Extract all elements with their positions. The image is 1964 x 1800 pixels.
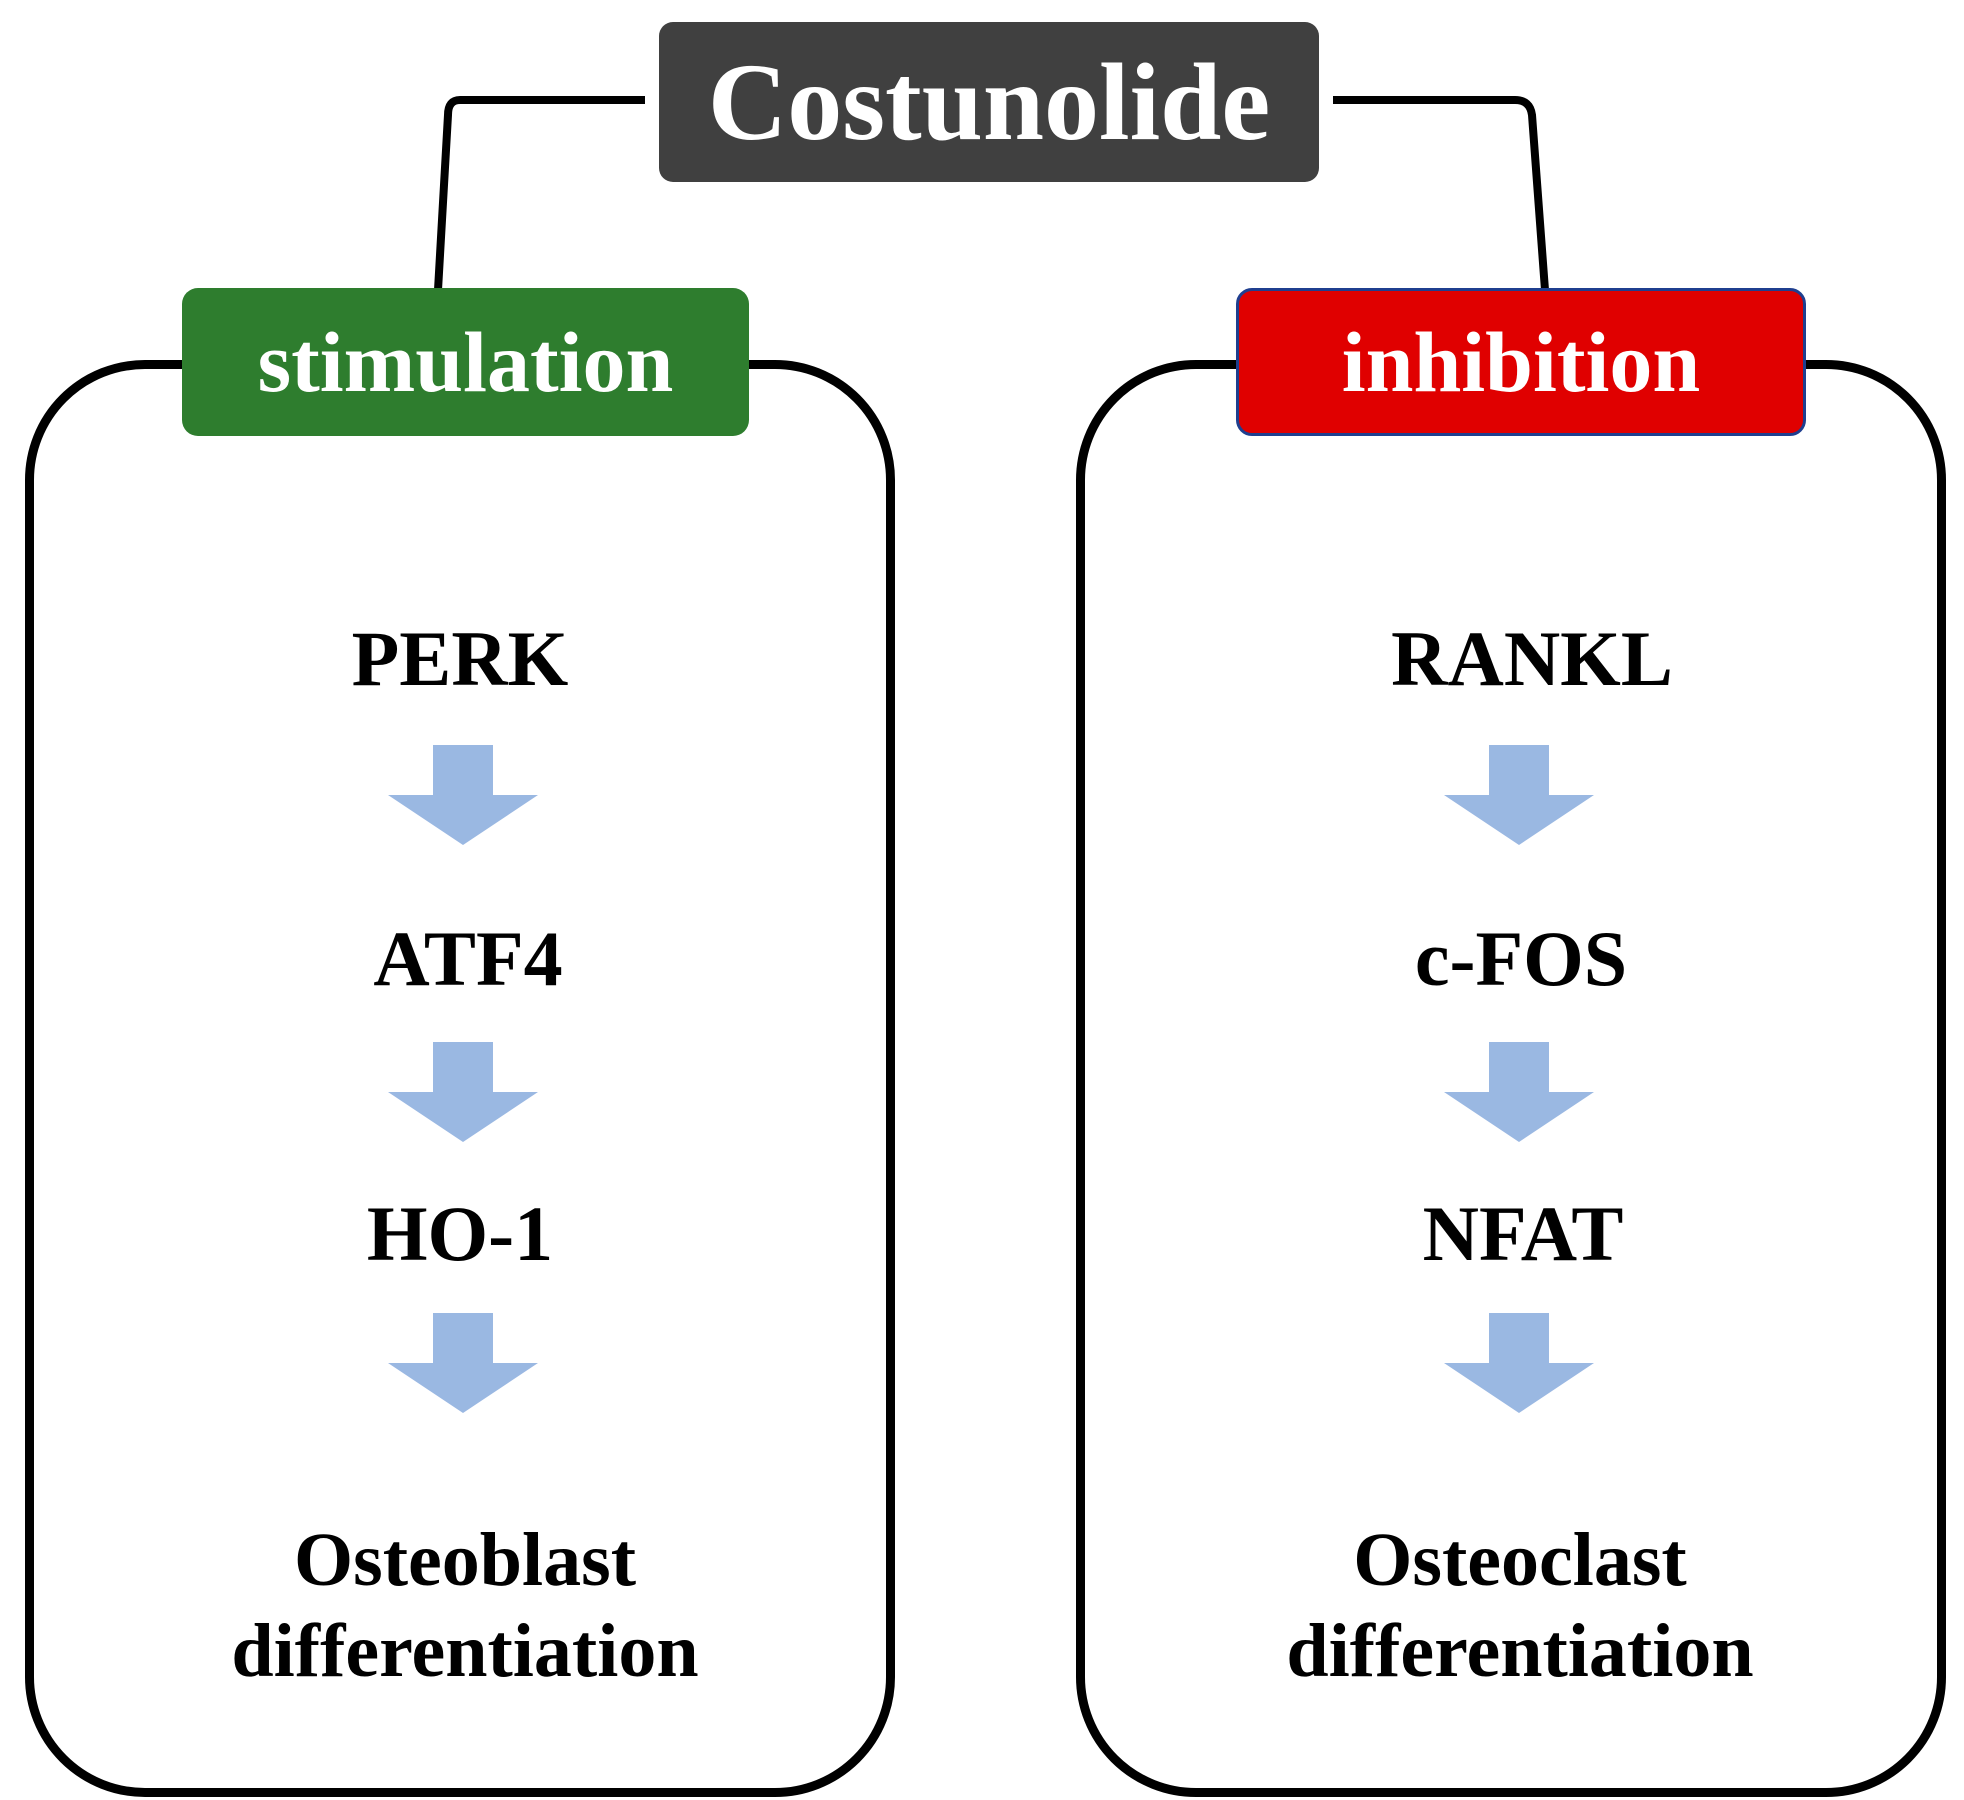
- down-arrow-icon: [388, 1042, 538, 1142]
- node-rankl: RANKL: [1391, 615, 1673, 702]
- down-arrow-icon: [1444, 1313, 1594, 1413]
- node-nfat: NFAT: [1422, 1190, 1624, 1277]
- down-arrow-icon: [388, 745, 538, 845]
- down-arrow-icon: [388, 1313, 538, 1413]
- inhibition-tag: inhibition: [1236, 288, 1806, 436]
- outcome-osteoclast-line2: differentiation: [1286, 1609, 1754, 1694]
- down-arrow-icon: [1444, 745, 1594, 845]
- node-ho1: HO-1: [366, 1190, 554, 1277]
- down-arrow-icon: [1444, 1042, 1594, 1142]
- outcome-osteoclast-line1: Osteoclast: [1353, 1518, 1687, 1602]
- node-cfos: c-FOS: [1414, 915, 1628, 1002]
- title-text: Costunolide: [707, 41, 1271, 163]
- connector-right: [1333, 96, 1549, 291]
- outcome-osteoblast: Osteoblast differentiation: [115, 1515, 815, 1697]
- title-box: Costunolide: [659, 22, 1319, 182]
- outcome-osteoblast-line2: differentiation: [231, 1609, 699, 1694]
- stimulation-label: stimulation: [257, 314, 674, 410]
- node-perk: PERK: [351, 615, 569, 702]
- outcome-osteoclast: Osteoclast differentiation: [1170, 1515, 1870, 1697]
- outcome-osteoblast-line1: Osteoblast: [294, 1518, 636, 1602]
- node-atf4: ATF4: [373, 915, 563, 1002]
- inhibition-label: inhibition: [1341, 314, 1701, 410]
- stimulation-tag: stimulation: [182, 288, 749, 436]
- connector-left: [434, 96, 645, 291]
